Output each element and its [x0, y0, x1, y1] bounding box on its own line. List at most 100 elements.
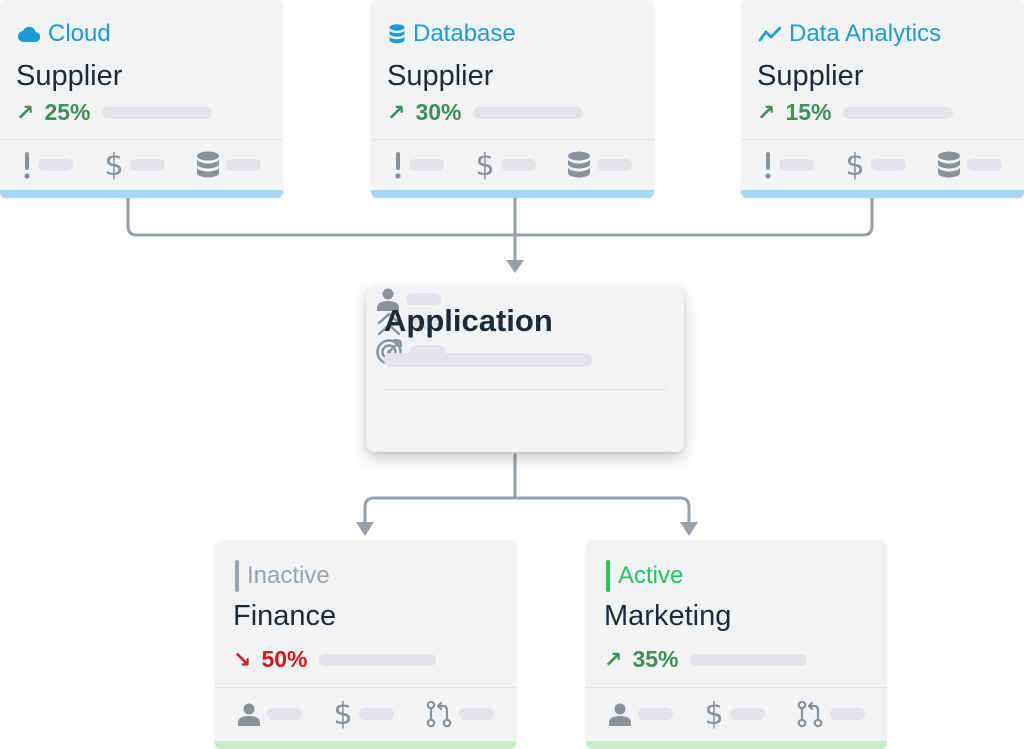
arrowhead-application [506, 260, 524, 273]
status-label: Inactive [247, 562, 330, 589]
growth-percent: 15% [785, 99, 832, 125]
footer-pill [358, 708, 394, 720]
growth-percent: 30% [415, 99, 462, 125]
footer-item-data[interactable] [567, 151, 633, 179]
supplier-card-cloud[interactable]: Cloud Supplier ↗ 25% $ [0, 0, 283, 198]
database-icon [196, 151, 220, 179]
user-icon [237, 702, 261, 726]
dollar-icon: $ [475, 147, 495, 183]
footer-pill [129, 159, 165, 171]
card-accent-bar [371, 190, 654, 198]
placeholder-bar [384, 353, 592, 367]
card-accent-bar [0, 190, 283, 198]
card-accent-bar [741, 190, 1024, 198]
footer-item-cost[interactable]: $ [333, 696, 394, 732]
card-divider [741, 139, 1024, 140]
footer-pill [870, 159, 906, 171]
department-card-finance[interactable]: Inactive Finance ↘ 50% $ [215, 540, 516, 749]
supplier-title: Supplier [387, 60, 494, 92]
department-title: Marketing [604, 600, 732, 632]
card-footer: $ [741, 140, 1024, 190]
card-divider [371, 139, 654, 140]
footer-item-alert[interactable] [22, 151, 73, 179]
footer-pill [37, 159, 73, 171]
footer-item-alert[interactable] [763, 151, 814, 179]
supplier-tag-label: Database [413, 20, 516, 47]
footer-item-merge[interactable] [796, 700, 866, 728]
dollar-icon: $ [104, 147, 124, 183]
arrowhead-finance [356, 522, 374, 536]
growth-percent: 35% [632, 646, 679, 672]
connector-split-to-finance [363, 496, 517, 526]
arrowhead-marketing [680, 522, 698, 536]
status-indicator-line [235, 560, 239, 592]
footer-item-merge[interactable] [425, 700, 495, 728]
footer-item-data[interactable] [937, 151, 1003, 179]
supplier-card-data-analytics[interactable]: Data Analytics Supplier ↗ 15% $ [741, 0, 1024, 198]
status-tag: Active [606, 560, 683, 592]
footer-item-cost[interactable]: $ [475, 147, 536, 183]
supplier-tag: Data Analytics [759, 20, 941, 48]
card-footer: $ [371, 140, 654, 190]
card-footer: $ [0, 140, 283, 190]
chevrons-up-icon [376, 311, 402, 337]
department-card-marketing[interactable]: Active Marketing ↗ 35% $ [586, 540, 887, 749]
application-title: Application [384, 303, 553, 338]
supplier-tag-label: Data Analytics [789, 20, 942, 47]
card-divider [0, 139, 283, 140]
footer-item-user[interactable] [376, 287, 674, 311]
footer-item-cost[interactable]: $ [104, 147, 165, 183]
growth-indicator: ↗ 30% [387, 99, 584, 126]
status-tag: Inactive [235, 560, 330, 592]
card-divider [384, 389, 666, 390]
card-footer: $ [215, 688, 516, 740]
growth-indicator: ↗ 15% [757, 99, 954, 126]
footer-pill [637, 708, 673, 720]
trend-up-icon: ↗ [387, 99, 406, 125]
footer-pill [729, 708, 765, 720]
placeholder-bar [690, 653, 808, 666]
footer-item-cost[interactable]: $ [845, 147, 906, 183]
user-icon [608, 702, 632, 726]
database-icon [567, 151, 591, 179]
trend-up-icon: ↗ [757, 99, 776, 125]
supplier-card-database[interactable]: Database Supplier ↗ 30% $ [371, 0, 654, 198]
footer-pill [408, 159, 444, 171]
growth-percent: 25% [44, 99, 91, 125]
card-footer: $ [586, 688, 887, 740]
footer-pill [408, 318, 443, 330]
footer-pill [500, 159, 536, 171]
dollar-icon: $ [333, 696, 353, 732]
application-card[interactable]: Application [366, 287, 684, 452]
footer-pill [597, 159, 633, 171]
footer-item-cost[interactable]: $ [704, 697, 765, 732]
status-indicator-line [606, 560, 610, 592]
alert-icon [763, 151, 773, 179]
footer-item-alert[interactable] [393, 151, 444, 179]
card-divider [586, 687, 887, 688]
footer-pill [459, 708, 495, 720]
connector-analytics-to-bus [513, 196, 874, 237]
supplier-tag: Database [389, 20, 516, 48]
trend-up-icon: ↗ [604, 646, 623, 672]
analytics-icon [759, 26, 781, 42]
card-divider [215, 687, 516, 688]
supplier-tag-label: Cloud [48, 20, 111, 47]
placeholder-bar [319, 653, 437, 666]
footer-pill [266, 708, 302, 720]
user-icon [376, 287, 400, 311]
card-accent-bar [586, 741, 887, 749]
dollar-icon: $ [845, 147, 865, 183]
alert-icon [22, 151, 32, 179]
growth-indicator: ↗ 25% [16, 99, 213, 126]
status-label: Active [618, 562, 684, 589]
trend-down-icon: ↘ [233, 646, 252, 672]
placeholder-bar [843, 106, 954, 119]
alert-icon [393, 151, 403, 179]
placeholder-bar [473, 106, 584, 119]
footer-item-priority[interactable] [376, 311, 674, 337]
footer-item-data[interactable] [196, 151, 262, 179]
footer-pill [226, 159, 262, 171]
footer-item-user[interactable] [608, 702, 673, 726]
footer-item-user[interactable] [237, 702, 302, 726]
